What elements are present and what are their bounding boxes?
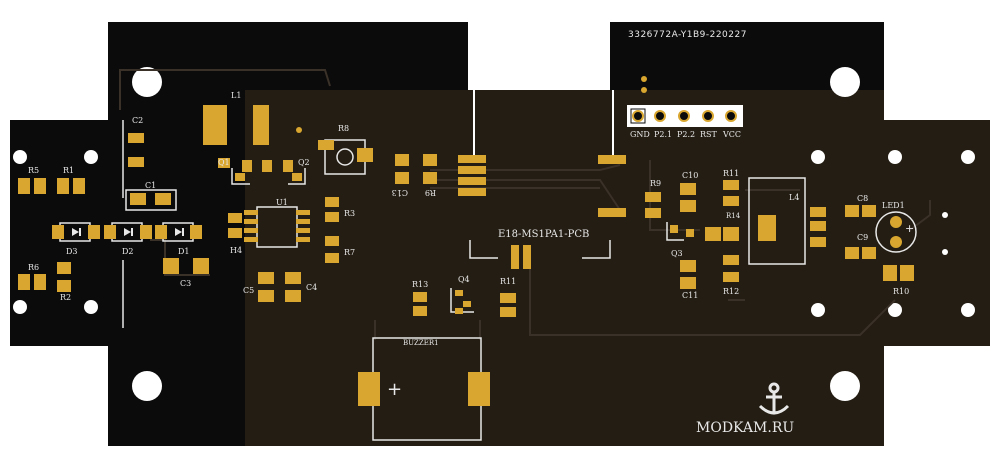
label-L1: L1 [231, 91, 241, 100]
label-R8: R8 [338, 124, 349, 133]
copper-pour [245, 22, 990, 446]
label-R12: R12 [723, 287, 739, 296]
diode-symbols [72, 228, 184, 236]
header-labels: GND P2.1 P2.2 RST VCC [630, 130, 741, 139]
module-label: E18-MS1PA1-PCB [498, 229, 589, 240]
label-R7: R7 [344, 248, 355, 257]
component-labels: L1 C2 R5 R1 C1 Q1 Q2 R8 U1 R3 H4 R7 D3 D… [28, 91, 909, 347]
mounting-hole [830, 67, 860, 97]
pin-label-gnd: GND [630, 130, 650, 139]
mounting-hole [132, 371, 162, 401]
label-C1: C1 [145, 181, 156, 190]
label-C2: C2 [132, 116, 143, 125]
label-D2: D2 [122, 247, 134, 256]
label-L4: L4 [789, 193, 799, 202]
pin-label-vcc: VCC [722, 130, 741, 139]
anchor-icon [758, 382, 790, 415]
antenna-leads [473, 90, 614, 156]
label-R9: R9 [425, 188, 436, 197]
label-C4: C4 [306, 283, 317, 292]
label-R11: R11 [500, 277, 516, 286]
label-R6: R6 [28, 263, 39, 272]
led-plus: + [905, 222, 914, 235]
label-D1: D1 [178, 247, 190, 256]
mounting-hole [132, 67, 162, 97]
header-pin-1 [630, 108, 646, 124]
board-cutout [468, 22, 610, 90]
label-C10: C10 [682, 171, 698, 180]
label-R3: R3 [344, 209, 355, 218]
pin-label-p22: P2.2 [677, 130, 695, 139]
label-U1: U1 [276, 198, 288, 207]
label-Q2: Q2 [298, 158, 310, 167]
label-D3: D3 [66, 247, 78, 256]
label-BUZZER1: BUZZER1 [403, 339, 439, 347]
pin-label-rst: RST [700, 130, 718, 139]
label-R11-right: R11 [723, 169, 739, 178]
mounting-hole [830, 371, 860, 401]
buzzer-plus: + [387, 379, 402, 400]
label-LED1: LED1 [882, 201, 905, 210]
label-R5: R5 [28, 166, 39, 175]
label-R2: R2 [60, 293, 71, 302]
label-R9-right: R9 [650, 179, 661, 188]
pin-label-p21: P2.1 [654, 130, 672, 139]
label-H4: H4 [230, 246, 242, 255]
label-Q3: Q3 [671, 249, 683, 258]
label-C11: C11 [682, 291, 698, 300]
label-Q4: Q4 [458, 275, 470, 284]
label-C3: C3 [180, 279, 191, 288]
label-R1: R1 [63, 166, 74, 175]
label-R13: R13 [412, 280, 428, 289]
brand-label: MODKAM.RU [696, 420, 794, 436]
pads [18, 76, 914, 406]
header-holes [632, 110, 737, 122]
label-C5: C5 [243, 286, 254, 295]
label-C8: C8 [857, 194, 868, 203]
label-C9: C9 [857, 233, 868, 242]
silkscreen-lines [59, 120, 917, 441]
label-R10: R10 [893, 287, 909, 296]
label-Q1: Q1 [218, 158, 230, 167]
board-code: 3326772A-Y1B9-220227 [628, 30, 747, 40]
label-C13: C13 [392, 188, 408, 197]
side-holes [13, 150, 975, 317]
label-R14: R14 [726, 212, 741, 220]
